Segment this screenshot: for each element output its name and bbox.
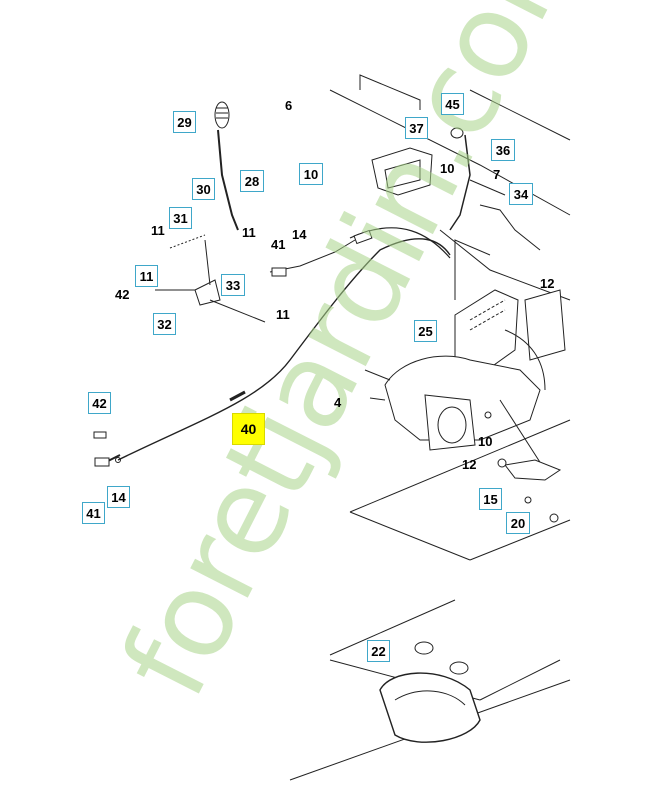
lever-36 bbox=[449, 134, 471, 231]
callout-11-a: 11 bbox=[151, 223, 165, 238]
callout-22: 22 bbox=[367, 640, 390, 662]
callout-36: 36 bbox=[491, 139, 515, 161]
callout-28: 28 bbox=[240, 170, 264, 192]
shift-lever bbox=[217, 129, 239, 231]
callout-37: 37 bbox=[405, 117, 428, 139]
callout-41-a: 41 bbox=[271, 237, 286, 252]
callout-42-b: 42 bbox=[88, 392, 111, 414]
callout-10-a: 10 bbox=[299, 163, 323, 185]
callout-10-c: 10 bbox=[478, 434, 493, 449]
callout-15: 15 bbox=[479, 488, 502, 510]
callout-34: 34 bbox=[509, 183, 533, 205]
housing bbox=[384, 355, 541, 441]
callout-12-b: 12 bbox=[462, 457, 477, 472]
callout-41-b: 41 bbox=[82, 502, 105, 524]
callout-14-b: 14 bbox=[107, 486, 130, 508]
callout-40: 40 bbox=[232, 413, 265, 445]
callout-20: 20 bbox=[506, 512, 530, 534]
callout-6: 6 bbox=[285, 98, 293, 113]
cable-40 bbox=[117, 238, 451, 461]
callout-14-a: 14 bbox=[292, 227, 307, 242]
callout-4: 4 bbox=[334, 395, 342, 410]
callout-7: 7 bbox=[493, 167, 501, 182]
callout-30: 30 bbox=[192, 178, 215, 200]
callout-11-d: 11 bbox=[276, 307, 290, 322]
callout-33: 33 bbox=[221, 274, 245, 296]
callout-32: 32 bbox=[153, 313, 176, 335]
callout-11-b: 11 bbox=[242, 225, 256, 240]
callout-31: 31 bbox=[169, 207, 192, 229]
callout-10-b: 10 bbox=[440, 161, 455, 176]
callout-42-a: 42 bbox=[115, 287, 130, 302]
lever-knob bbox=[214, 101, 230, 129]
callout-12-a: 12 bbox=[540, 276, 555, 291]
callout-25: 25 bbox=[414, 320, 437, 342]
callout-29: 29 bbox=[173, 111, 196, 133]
callout-45: 45 bbox=[441, 93, 464, 115]
callout-11-c: 11 bbox=[135, 265, 158, 287]
